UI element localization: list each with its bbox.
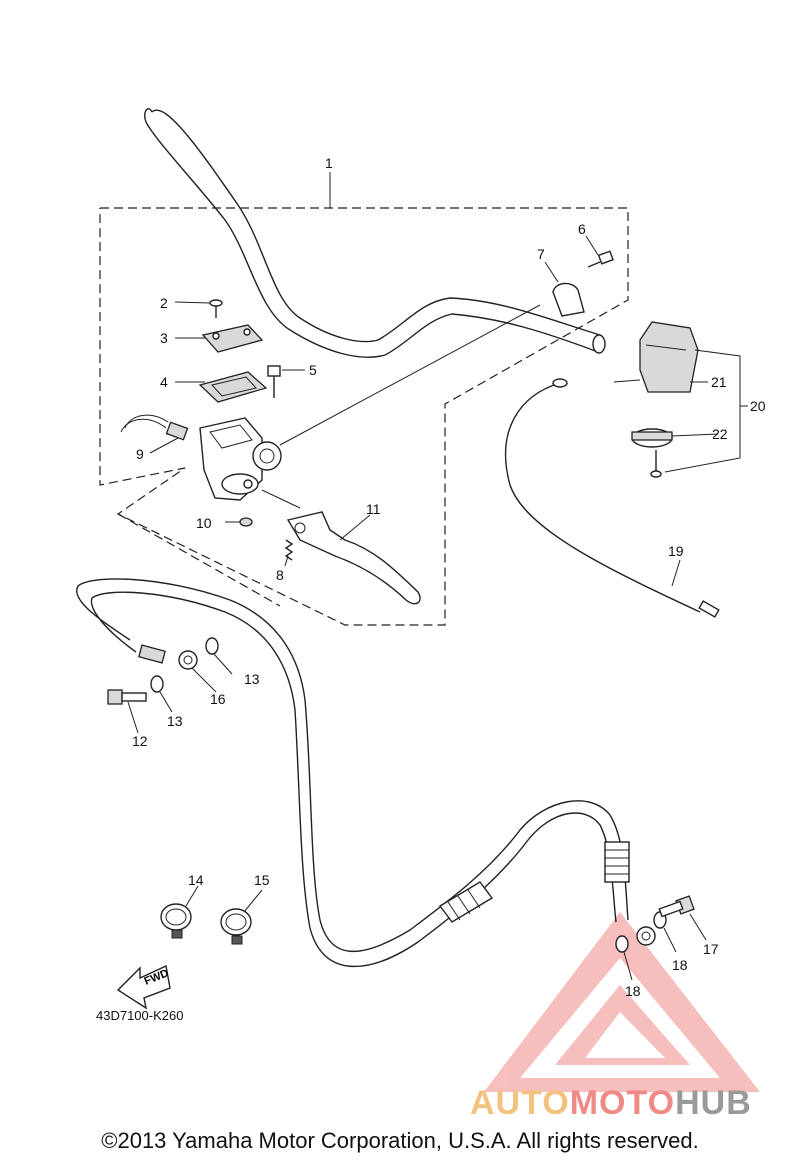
callout-22: 22	[712, 426, 728, 442]
callout-13a: 13	[244, 671, 260, 687]
diaphragm-4	[198, 371, 268, 403]
union-bolt-12	[107, 689, 147, 705]
assembly-boundary	[99, 207, 629, 626]
watermark-wordmark: AUTOMOTOHUB	[470, 1084, 752, 1123]
callout-16: 16	[210, 691, 226, 707]
fwd-arrow-icon: FWD	[116, 964, 171, 1010]
callout-14: 14	[188, 872, 204, 888]
callout-11: 11	[366, 501, 381, 517]
throttle-cable-19	[505, 382, 701, 613]
nut-10	[239, 517, 253, 527]
callout-4: 4	[160, 374, 168, 390]
copyright-notice: ©2013 Yamaha Motor Corporation, U.S.A. A…	[101, 1128, 699, 1153]
reservoir-cap-3	[201, 324, 264, 353]
logo-part-moto: MOTO	[569, 1084, 676, 1122]
callout-13b: 13	[167, 713, 183, 729]
bolt-5	[267, 365, 281, 398]
callout-1: 1	[325, 155, 333, 171]
logo-part-auto: AUTO	[470, 1084, 570, 1122]
handlebar	[143, 108, 606, 358]
washer-13b	[150, 675, 164, 693]
callout-20: 20	[750, 398, 766, 414]
union-bolt-17	[658, 895, 695, 918]
hose-clamp-15	[220, 908, 252, 945]
brake-hose	[76, 578, 630, 968]
callout-6: 6	[578, 221, 586, 237]
diagram-code: 43D7100-K260	[96, 1008, 184, 1023]
handlebar-switch-20	[613, 321, 699, 478]
screw-2	[209, 299, 223, 318]
callout-5: 5	[309, 362, 317, 378]
callout-8: 8	[276, 567, 284, 583]
washer-18a	[615, 935, 629, 953]
callout-17: 17	[703, 941, 719, 957]
callout-18b: 18	[625, 983, 641, 999]
callouts: 1 2 3 4 5 6 7 8 9 10 11 12 13 13 14 15 1…	[132, 155, 766, 999]
callout-3: 3	[160, 330, 168, 346]
watermark-logo	[484, 912, 760, 1092]
callout-7: 7	[537, 246, 545, 262]
logo-part-hub: HUB	[675, 1084, 752, 1122]
holder-7	[552, 282, 585, 317]
callout-15: 15	[254, 872, 270, 888]
banjo-lower	[636, 926, 656, 946]
washer-13a	[205, 637, 219, 655]
master-cylinder	[199, 417, 282, 501]
callout-12: 12	[132, 733, 148, 749]
hose-clamp-14	[160, 903, 192, 939]
callout-2: 2	[160, 295, 168, 311]
boundary-lower	[117, 513, 281, 607]
banjo-16	[138, 644, 198, 670]
bolt-6	[587, 250, 614, 268]
leader-lines	[127, 172, 748, 981]
callout-19: 19	[668, 543, 684, 559]
callout-10: 10	[196, 515, 212, 531]
brake-switch-9	[120, 414, 189, 441]
callout-9: 9	[136, 446, 144, 462]
spring-8	[284, 539, 294, 561]
callout-18a: 18	[672, 957, 688, 973]
callout-21: 21	[711, 374, 727, 390]
brake-lever-11	[286, 511, 421, 605]
